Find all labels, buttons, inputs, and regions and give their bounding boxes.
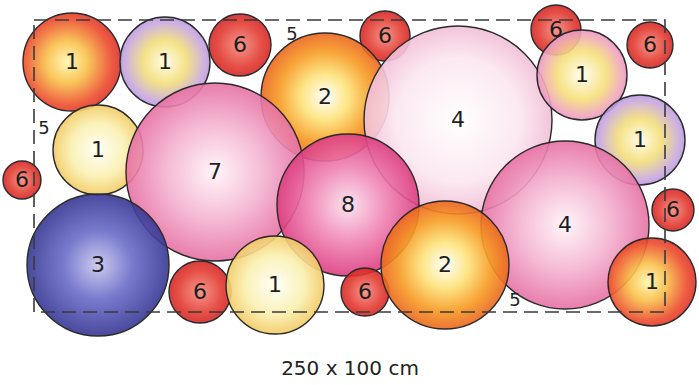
plant-circle-outline [627, 22, 673, 68]
plant-number: 1 [633, 129, 647, 151]
plant-number: 2 [318, 86, 332, 108]
plant-number: 4 [451, 109, 465, 131]
plant-number: 1 [268, 274, 282, 296]
plant-number: 2 [438, 254, 452, 276]
plant-number: 4 [558, 214, 572, 236]
plant-circle-outline [652, 189, 694, 231]
plant-number: 7 [208, 161, 222, 183]
plant-circle: 6 [208, 13, 272, 77]
plant-number: 1 [575, 64, 589, 86]
plant-number: 1 [91, 139, 105, 161]
plant-circle: 6 [651, 188, 695, 232]
plant-circle-outline [226, 236, 324, 334]
plant-number: 6 [378, 25, 392, 47]
plant-circle: 6 [168, 260, 232, 324]
plant-number: 6 [549, 19, 563, 41]
dimension-mark: 5 [286, 25, 297, 43]
plant-number: 6 [666, 199, 680, 221]
plant-number: 1 [645, 271, 659, 293]
plant-circle: 6 [626, 21, 674, 69]
plant-circle-outline [381, 201, 509, 329]
plant-number: 3 [91, 254, 105, 276]
plant-circle-outline [169, 261, 231, 323]
plant-number: 6 [233, 34, 247, 56]
plant-number: 6 [643, 34, 657, 56]
plant-circle: 6 [2, 160, 42, 200]
dimension-mark: 5 [509, 291, 520, 309]
plant-circle-outline [23, 13, 121, 111]
dimension-mark: 5 [38, 119, 49, 137]
plant-number: 1 [158, 51, 172, 73]
bed-dimensions-caption: 250 x 100 cm [281, 358, 419, 378]
plant-number: 6 [15, 169, 29, 191]
plant-circle-outline [27, 194, 169, 336]
plant-circle-outline [608, 238, 696, 326]
plant-circle: 3 [26, 193, 170, 337]
plant-circle-outline [3, 161, 41, 199]
plant-circle-outline [209, 14, 271, 76]
plant-circle: 1 [22, 12, 122, 112]
plant-number: 6 [193, 281, 207, 303]
plant-number: 8 [341, 194, 355, 216]
plant-circle: 1 [607, 237, 697, 327]
plant-number: 6 [358, 281, 372, 303]
plant-number: 1 [65, 51, 79, 73]
plant-circle: 2 [380, 200, 510, 330]
plant-circle: 1 [225, 235, 325, 335]
